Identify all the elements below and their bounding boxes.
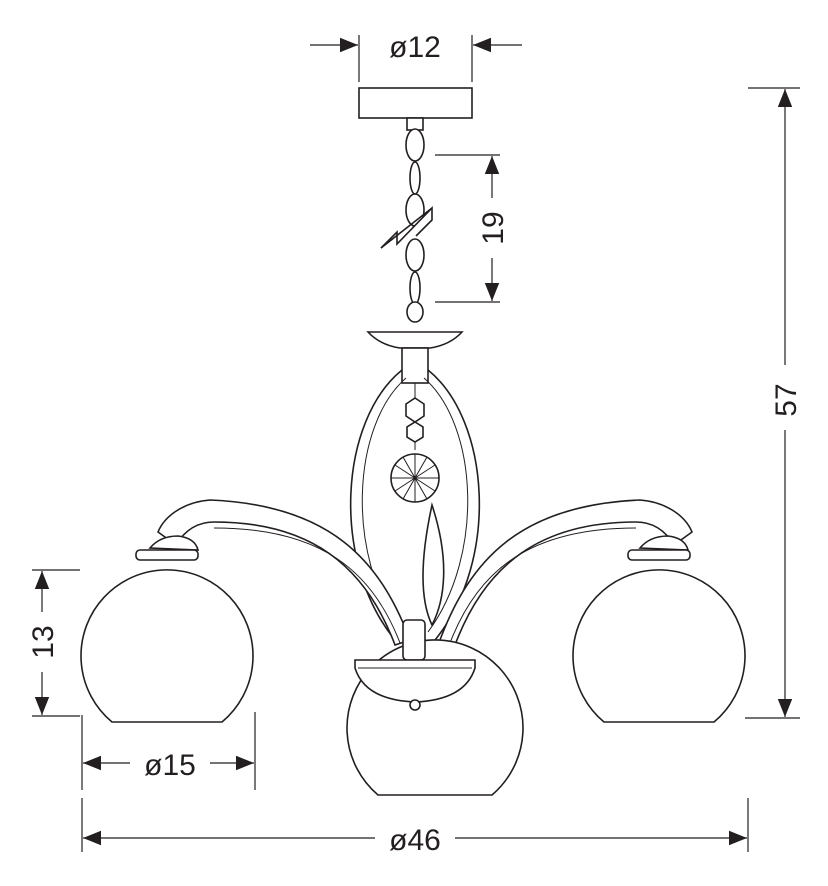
chain-cup (366, 331, 464, 349)
shade-height-label: 13 (27, 625, 60, 658)
right-arm (438, 499, 693, 647)
center-light (346, 619, 524, 796)
chain (380, 117, 433, 323)
left-glass-shade (80, 569, 254, 723)
center-flame-ornament (422, 501, 445, 627)
right-glass-shade (572, 569, 746, 723)
dimension-shade-diameter: ø15 (81, 712, 256, 790)
dimension-overall-diameter: ø46 (81, 798, 749, 857)
overall-diameter-label: ø46 (389, 824, 441, 857)
left-arm (135, 499, 412, 647)
chain-length-label: 19 (477, 211, 510, 244)
dimension-shade-height: 13 (27, 569, 80, 717)
shade-diameter-label: ø15 (144, 749, 196, 782)
dimension-chain-length: 19 (435, 154, 510, 303)
dimension-total-height: 57 (745, 87, 803, 719)
crystal-pendant (390, 383, 440, 503)
canopy-diameter-label: ø12 (389, 31, 441, 64)
dimension-canopy-diameter: ø12 (310, 31, 522, 82)
ceiling-canopy (358, 87, 473, 119)
stem (401, 347, 429, 384)
total-height-label: 57 (770, 383, 803, 416)
